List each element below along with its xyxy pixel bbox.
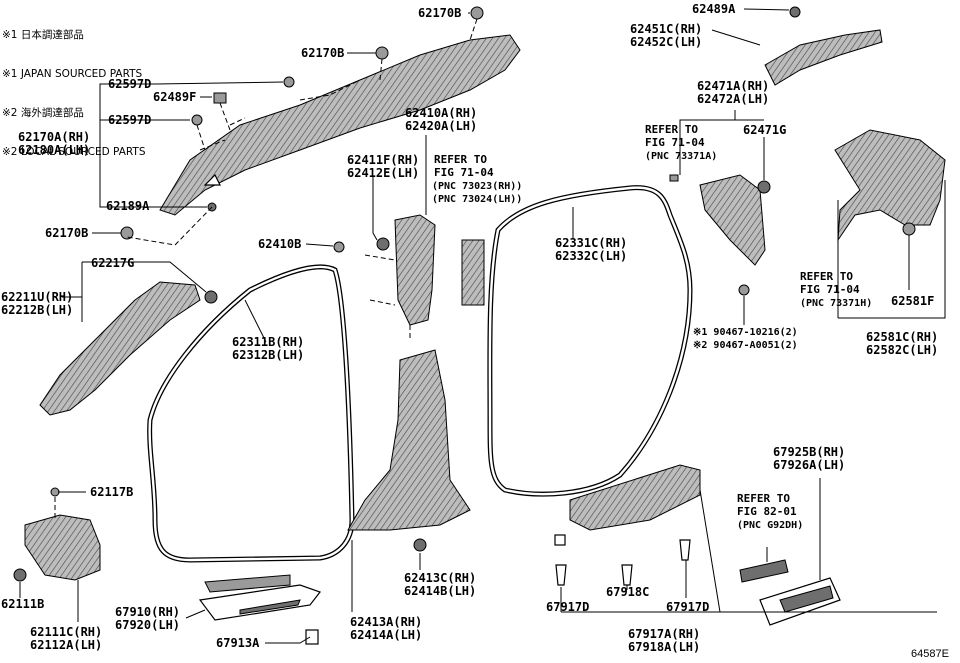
rear-door-weatherstrip-part: [487, 185, 693, 497]
ref-fig-71-04-belt[interactable]: REFER TO FIG 71-04: [434, 153, 494, 179]
rear-scuff-plate-part: [554, 464, 701, 586]
roof-clip-62170B-mid: [375, 46, 389, 60]
label-62411F[interactable]: 62411F(RH) 62412E(LH): [347, 153, 420, 180]
center-pillar-lower-part: [347, 349, 471, 552]
note-line-3: ※2 海外調達部品: [2, 107, 84, 119]
label-62170A[interactable]: 62170A(RH) 62180A(LH): [18, 130, 91, 157]
label-62189A[interactable]: 62189A: [106, 199, 150, 213]
ref-fig-71-04-trim[interactable]: REFER TO FIG 71-04: [800, 270, 860, 296]
label-62170B-top[interactable]: 62170B: [418, 6, 462, 20]
label-67917D-2[interactable]: 67917D: [666, 600, 710, 614]
note-line-1: ※1 日本調達部品: [2, 29, 84, 41]
front-door-weatherstrip-part: [147, 264, 355, 563]
clip-62597D-1: [283, 76, 295, 88]
label-62489A[interactable]: 62489A: [692, 2, 736, 16]
label-62597D-1[interactable]: 62597D: [108, 77, 152, 91]
label-62581F[interactable]: 62581F: [891, 294, 935, 308]
label-62471G[interactable]: 62471G: [743, 123, 787, 137]
center-pillar-upper-part: [333, 214, 436, 340]
label-62489F[interactable]: 62489F: [153, 90, 197, 104]
figure-code: 64587E: [911, 648, 949, 660]
label-62111B[interactable]: 62111B: [1, 597, 45, 611]
ref-fig-71-04-quarter[interactable]: REFER TO FIG 71-04: [645, 123, 705, 149]
ref-fig-82-01[interactable]: REFER TO FIG 82-01: [737, 492, 797, 518]
label-62451C[interactable]: 62451C(RH) 62452C(LH): [630, 22, 703, 49]
label-62111C[interactable]: 62111C(RH) 62112A(LH): [30, 625, 103, 652]
rear-pillar-upper-part: [764, 6, 883, 86]
label-62471A[interactable]: 62471A(RH) 62472A(LH): [697, 79, 770, 106]
label-62331C[interactable]: 62331C(RH) 62332C(LH): [555, 236, 628, 263]
note-line-4: ※2 LOCAL SOURCED PARTS: [2, 146, 146, 158]
label-62581C[interactable]: 62581C(RH) 62582C(LH): [866, 330, 939, 357]
ref-pnc-73371H: (PNC 73371H): [800, 298, 873, 309]
label-62217G[interactable]: 62217G: [91, 256, 135, 270]
seat-belt-part: [461, 239, 485, 306]
label-62410A[interactable]: 62410A(RH) 62420A(LH): [405, 106, 478, 133]
label-62117B[interactable]: 62117B: [90, 485, 134, 499]
label-62170B-left[interactable]: 62170B: [45, 226, 89, 240]
label-62597D-2[interactable]: 62597D: [108, 113, 152, 127]
roof-side-garnish-part: [159, 34, 521, 216]
front-pillar-garnish-part: [39, 281, 218, 416]
ref-pnc-G92DH: (PNC G92DH): [737, 520, 804, 531]
label-67917A[interactable]: 67917A(RH) 67918A(LH): [628, 627, 701, 654]
label-62311B[interactable]: 62311B(RH) 62312B(LH): [232, 335, 305, 362]
rear-step-garnish-part: [739, 559, 841, 626]
quarter-trim-part: [834, 129, 946, 242]
label-90467[interactable]: ※1 90467-10216(2) ※2 90467-A0051(2): [693, 327, 798, 351]
clip-62489F: [213, 92, 227, 104]
clip-62597D-2: [191, 114, 203, 126]
front-scuff-plate-part: [198, 574, 321, 645]
label-67913A[interactable]: 67913A: [216, 636, 260, 650]
label-62211U[interactable]: 62211U(RH) 62212B(LH): [1, 290, 74, 317]
label-67910[interactable]: 67910(RH) 67920(LH): [115, 605, 181, 632]
cowl-side-trim-part: [13, 487, 101, 582]
label-62413C[interactable]: 62413C(RH) 62414B(LH): [404, 571, 477, 598]
label-62170B-mid[interactable]: 62170B: [301, 46, 345, 60]
note-line-2: ※1 JAPAN SOURCED PARTS: [2, 68, 143, 80]
source-notes: ※1 日本調達部品 ※1 JAPAN SOURCED PARTS ※2 海外調達…: [2, 3, 146, 172]
quarter-pillar-part: [669, 174, 771, 296]
label-67918C[interactable]: 67918C: [606, 585, 650, 599]
ref-pnc-73023: (PNC 73023(RH)) (PNC 73024(LH)): [432, 181, 523, 205]
leader-lines: [19, 8, 946, 644]
label-67925B[interactable]: 67925B(RH) 67926A(LH): [773, 445, 846, 472]
ref-pnc-73371A: (PNC 73371A): [645, 151, 718, 162]
label-62413A[interactable]: 62413A(RH) 62414A(LH): [350, 615, 423, 642]
label-62410B[interactable]: 62410B: [258, 237, 302, 251]
roof-clip-62170B-top: [470, 6, 484, 20]
label-67917D-1[interactable]: 67917D: [546, 600, 590, 614]
